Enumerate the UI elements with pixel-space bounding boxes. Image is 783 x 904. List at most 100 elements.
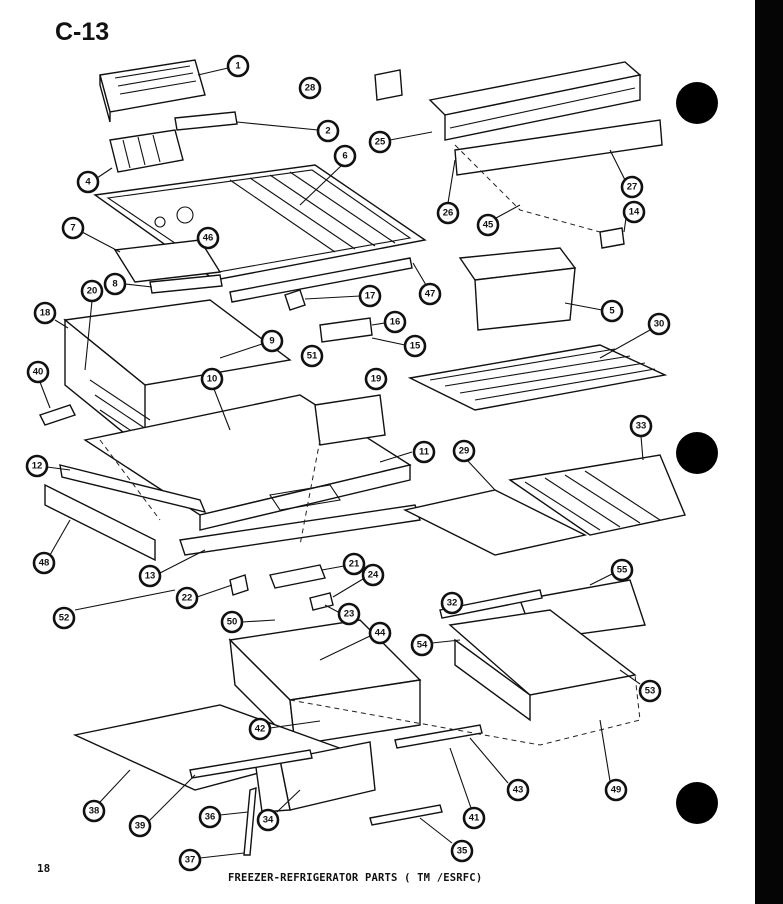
callout-16: 16 [371, 310, 407, 334]
callout-48: 48 [32, 519, 71, 575]
callout-34: 34 [256, 789, 301, 832]
callout-5: 5 [564, 299, 624, 323]
svg-text:17: 17 [365, 291, 376, 302]
svg-text:20: 20 [87, 286, 98, 297]
svg-text:26: 26 [443, 208, 454, 219]
bracket-part [149, 274, 223, 294]
callout-49: 49 [599, 719, 628, 802]
callout-42: 42 [248, 717, 321, 741]
callout-25: 25 [368, 130, 433, 154]
evaporator-part [63, 299, 292, 452]
svg-text:12: 12 [32, 461, 43, 472]
trim-48-part [44, 483, 156, 562]
svg-text:43: 43 [513, 785, 524, 796]
callout-38: 38 [82, 769, 131, 823]
svg-text:14: 14 [629, 207, 640, 218]
rail-part [229, 257, 413, 303]
callout-29: 29 [452, 439, 496, 491]
trim-13-part [179, 504, 421, 556]
callout-30: 30 [599, 312, 671, 359]
svg-text:15: 15 [410, 341, 421, 352]
callout-4: 4 [76, 167, 113, 194]
svg-text:38: 38 [89, 806, 100, 817]
switch-16-part [319, 317, 373, 343]
svg-text:39: 39 [135, 821, 146, 832]
svg-text:45: 45 [483, 220, 494, 231]
svg-text:7: 7 [70, 223, 75, 234]
callout-27: 27 [609, 149, 644, 199]
clip-17-part [284, 289, 306, 311]
svg-text:18: 18 [40, 308, 51, 319]
wire-52-part [74, 589, 176, 611]
svg-text:44: 44 [375, 628, 386, 639]
ice-bin-part [99, 59, 238, 131]
support-36-part [243, 786, 257, 856]
svg-text:55: 55 [617, 565, 628, 576]
svg-text:51: 51 [307, 351, 318, 362]
trim-35-part [369, 804, 443, 826]
svg-text:4: 4 [85, 177, 91, 188]
svg-text:5: 5 [609, 306, 615, 317]
callout-14: 14 [622, 200, 646, 233]
callout-53: 53 [619, 669, 662, 703]
bracket-40-part [39, 404, 76, 426]
svg-text:33: 33 [636, 421, 647, 432]
ice-tray-part [109, 129, 184, 173]
callout-22: 22 [175, 584, 233, 610]
callout-46: 46 [196, 226, 220, 250]
callout-1: 1 [197, 54, 250, 78]
svg-text:9: 9 [269, 336, 274, 347]
insulation-part [314, 394, 386, 446]
shelf-29-part [402, 454, 686, 556]
callout-2: 2 [236, 119, 340, 143]
drawer-53-part [448, 609, 637, 722]
callout-28: 28 [298, 76, 322, 100]
svg-text:52: 52 [59, 613, 70, 624]
svg-text:54: 54 [417, 640, 428, 651]
page-number: 18 [37, 862, 51, 875]
callout-55: 55 [589, 558, 634, 586]
callout-45: 45 [476, 204, 521, 237]
callout-50: 50 [220, 610, 276, 634]
callout-23: 23 [324, 602, 361, 626]
callout-7: 7 [61, 216, 121, 253]
callout-19: 19 [364, 367, 388, 391]
binder-hole [676, 82, 718, 124]
callout-32: 32 [440, 591, 464, 615]
svg-text:2: 2 [325, 126, 330, 137]
svg-text:13: 13 [145, 571, 156, 582]
svg-text:28: 28 [305, 83, 316, 94]
callout-35: 35 [419, 817, 474, 863]
callout-6: 6 [299, 144, 357, 206]
bracket-21-part [269, 564, 326, 589]
trim-43-part [394, 724, 483, 749]
callout-21: 21 [321, 552, 366, 576]
svg-text:1: 1 [235, 61, 241, 72]
diagram-caption: FREEZER-REFRIGERATOR PARTS ( TM /ESRFC) [228, 872, 483, 884]
callout-47: 47 [412, 262, 442, 306]
svg-text:50: 50 [227, 617, 238, 628]
part-22 [229, 574, 249, 596]
svg-text:24: 24 [368, 570, 379, 581]
callout-44: 44 [319, 621, 392, 661]
callout-39: 39 [128, 774, 196, 838]
callout-36: 36 [198, 805, 249, 829]
bracket-28-part [374, 69, 403, 101]
callout-12: 12 [25, 454, 71, 478]
trim-12-part [59, 464, 207, 514]
binder-hole [676, 432, 718, 474]
callout-24: 24 [332, 563, 385, 598]
svg-text:8: 8 [112, 279, 117, 290]
control-panel-part [113, 239, 222, 283]
svg-text:49: 49 [611, 785, 622, 796]
callout-43: 43 [469, 737, 530, 802]
bin-5-part [458, 247, 577, 331]
svg-text:19: 19 [371, 374, 382, 385]
callout-13: 13 [138, 549, 206, 588]
svg-text:47: 47 [425, 289, 436, 300]
assembly-line [454, 144, 601, 233]
svg-text:21: 21 [349, 559, 360, 570]
callout-37: 37 [178, 848, 245, 872]
